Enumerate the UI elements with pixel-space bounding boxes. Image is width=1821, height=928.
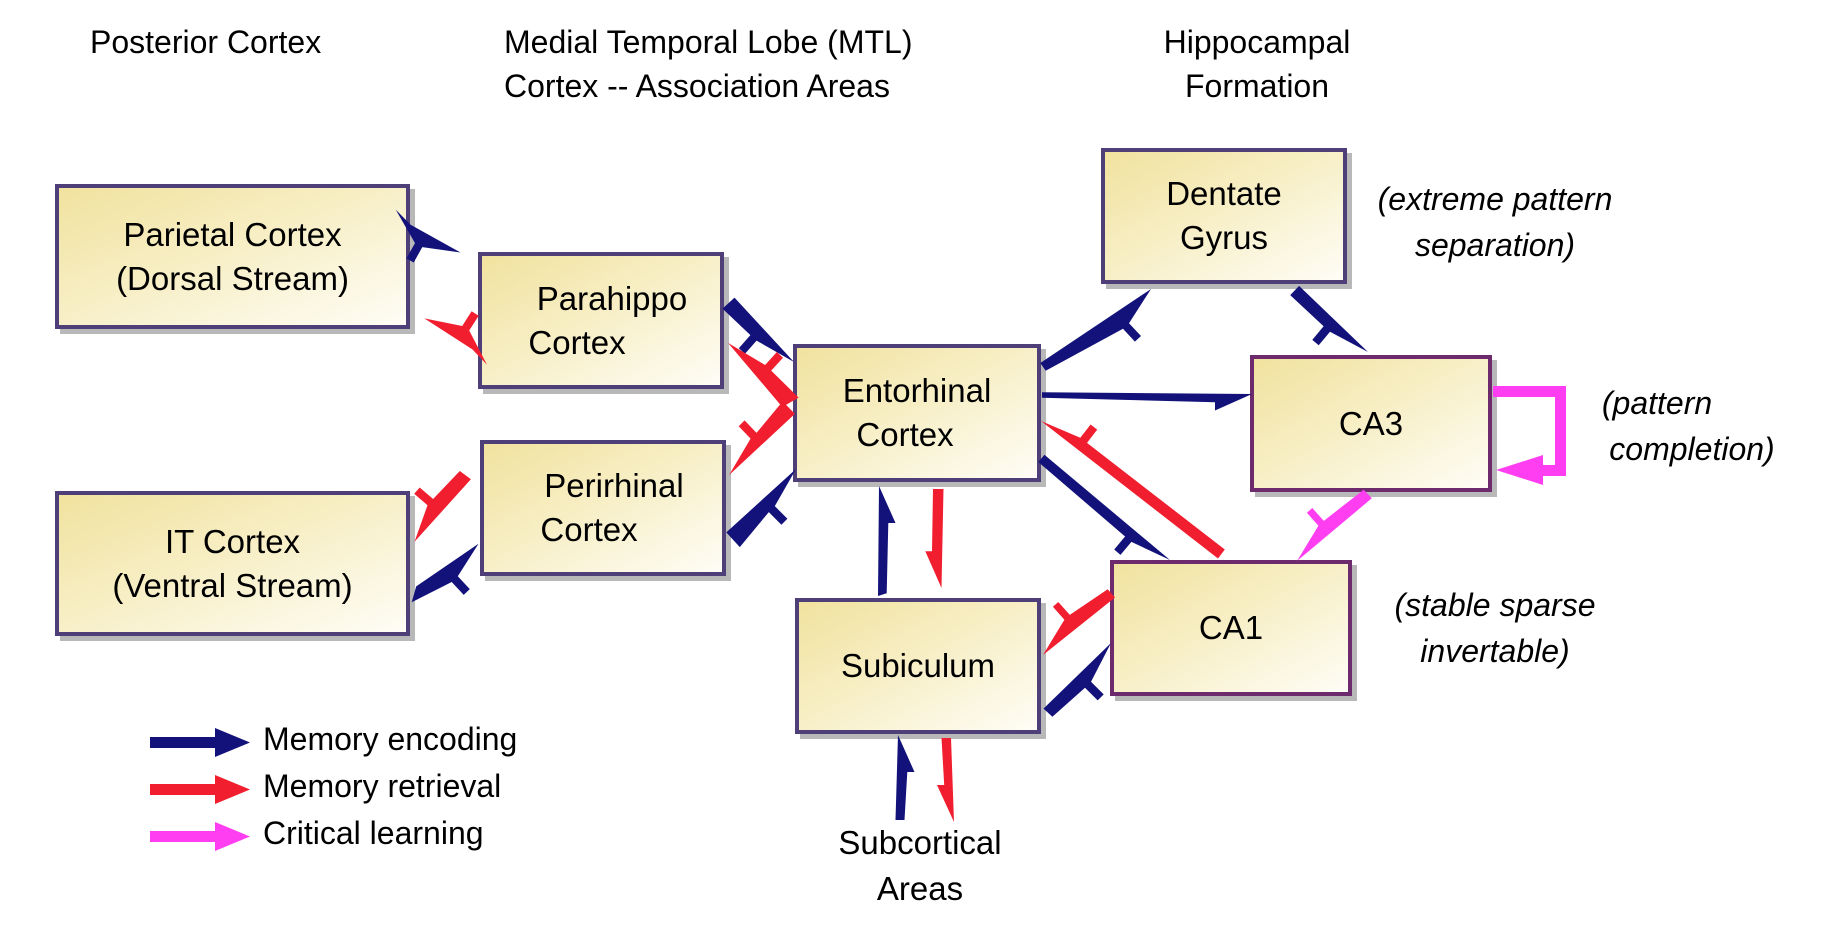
- node-perirhinal-line-1: Perirhinal: [544, 467, 684, 504]
- node-entorhinal-line-2: Cortex: [856, 416, 954, 453]
- legend-swatch-retrieval: [150, 775, 250, 804]
- legend-label-encoding: Memory encoding: [263, 721, 518, 757]
- node-subiculum-label: Subiculum: [840, 647, 996, 684]
- node-ca3: CA3: [1250, 355, 1492, 492]
- arrow-encoding-parahippo-to-entorhinal: [722, 297, 794, 362]
- note-dentate-gyrus: (extreme pattern separation): [1345, 176, 1645, 268]
- node-parietal-line-2: (Dorsal Stream): [116, 259, 349, 297]
- note-dentate-line-1: (extreme pattern: [1377, 181, 1613, 217]
- note-ca1: (stable sparse invertable): [1370, 582, 1620, 674]
- node-parietal-line-1: Parietal Cortex: [123, 215, 342, 253]
- node-it-line-1: IT Cortex: [164, 522, 301, 560]
- arrow-encoding-it-to-perirhinal: [411, 543, 479, 603]
- node-perirhinal-cortex: Perirhinal Cortex: [480, 440, 726, 576]
- arrow-encoding-perirhinal-to-entorhinal: [726, 469, 796, 548]
- arrow-retrieval-ca1-to-entorhinal: [1041, 421, 1225, 559]
- arrow-retrieval-ca1-to-subiculum: [1043, 589, 1115, 655]
- header-hippocampal-formation: Hippocampal Formation: [1132, 20, 1382, 108]
- arrow-retrieval-entorhinal-to-subiculum: [925, 489, 944, 588]
- arrow-retrieval-entorhinal-to-perirhinal: [729, 401, 795, 476]
- header-posterior-cortex: Posterior Cortex: [90, 24, 322, 60]
- node-ca1-label: CA1: [1198, 609, 1264, 646]
- arrow-encoding-dentate-to-ca3: [1290, 285, 1368, 352]
- node-subcortical-areas: Subcortical Areas: [805, 820, 1035, 912]
- header-mtl-line-1: Medial Temporal Lobe (MTL): [504, 24, 913, 60]
- node-parietal-cortex: Parietal Cortex (Dorsal Stream): [55, 184, 410, 329]
- arrow-retrieval-entorhinal-to-parahippo: [728, 342, 799, 407]
- arrow-retrieval-parahippo-to-parietal: [424, 311, 487, 365]
- arrow-encoding-subiculum-to-ca1: [1043, 643, 1111, 717]
- node-ca1: CA1: [1110, 560, 1352, 696]
- header-mtl-cortex: Medial Temporal Lobe (MTL) Cortex -- Ass…: [504, 20, 912, 108]
- note-ca1-line-1: (stable sparse: [1394, 587, 1596, 623]
- node-subcortical-line-2: Areas: [876, 870, 964, 907]
- arrow-encoding-entorhinal-to-dentate: [1040, 289, 1151, 371]
- node-entorhinal-line-1: Entorhinal: [842, 372, 992, 409]
- node-parahippo-cortex: Parahippo Cortex: [478, 252, 724, 389]
- node-ca3-label: CA3: [1338, 404, 1404, 442]
- arrow-encoding-entorhinal-to-ca1: [1038, 454, 1170, 560]
- node-entorhinal-cortex: Entorhinal Cortex: [793, 344, 1041, 482]
- arrow-learning-ca3-to-ca1: [1297, 489, 1372, 561]
- note-ca3-line-1: (pattern: [1601, 385, 1713, 421]
- legend-swatch-encoding: [150, 728, 250, 757]
- note-ca1-line-2: invertable): [1420, 633, 1570, 669]
- legend-label-learning: Critical learning: [263, 815, 484, 851]
- node-dentate-line-1: Dentate: [1166, 175, 1282, 212]
- arrow-retrieval-subiculum-to-subcortical: [937, 738, 954, 822]
- arrow-encoding-subcortical-to-subiculum: [895, 735, 915, 820]
- node-it-line-2: (Ventral Stream): [112, 566, 353, 604]
- note-ca3: (pattern completion): [1572, 380, 1812, 472]
- arrow-encoding-subiculum-to-entorhinal: [878, 486, 896, 596]
- node-dentate-gyrus: Dentate Gyrus: [1101, 148, 1347, 284]
- arrow-encoding-parietal-to-parahippo: [395, 209, 461, 263]
- node-subiculum: Subiculum: [795, 598, 1041, 734]
- node-subcortical-line-1: Subcortical: [838, 824, 1002, 861]
- header-hippocampal-line-2: Formation: [1184, 68, 1330, 104]
- legend-swatch-learning: [150, 822, 250, 851]
- arrow-retrieval-perirhinal-to-it: [414, 471, 471, 542]
- note-ca3-line-2: completion): [1609, 431, 1775, 467]
- node-parahippo-line-1: Parahippo: [536, 279, 688, 317]
- legend-label-retrieval: Memory retrieval: [263, 768, 502, 804]
- note-dentate-line-2: separation): [1414, 227, 1576, 263]
- node-parahippo-line-2: Cortex: [528, 323, 626, 361]
- arrow-learning-ca3-recurrent: [1493, 386, 1566, 485]
- header-mtl-line-2: Cortex -- Association Areas: [504, 68, 890, 104]
- node-perirhinal-line-2: Cortex: [540, 511, 638, 548]
- node-dentate-line-2: Gyrus: [1179, 219, 1268, 256]
- header-hippocampal-line-1: Hippocampal: [1163, 24, 1351, 60]
- node-it-cortex: IT Cortex (Ventral Stream): [55, 491, 410, 636]
- arrow-encoding-entorhinal-to-ca3: [1041, 392, 1252, 411]
